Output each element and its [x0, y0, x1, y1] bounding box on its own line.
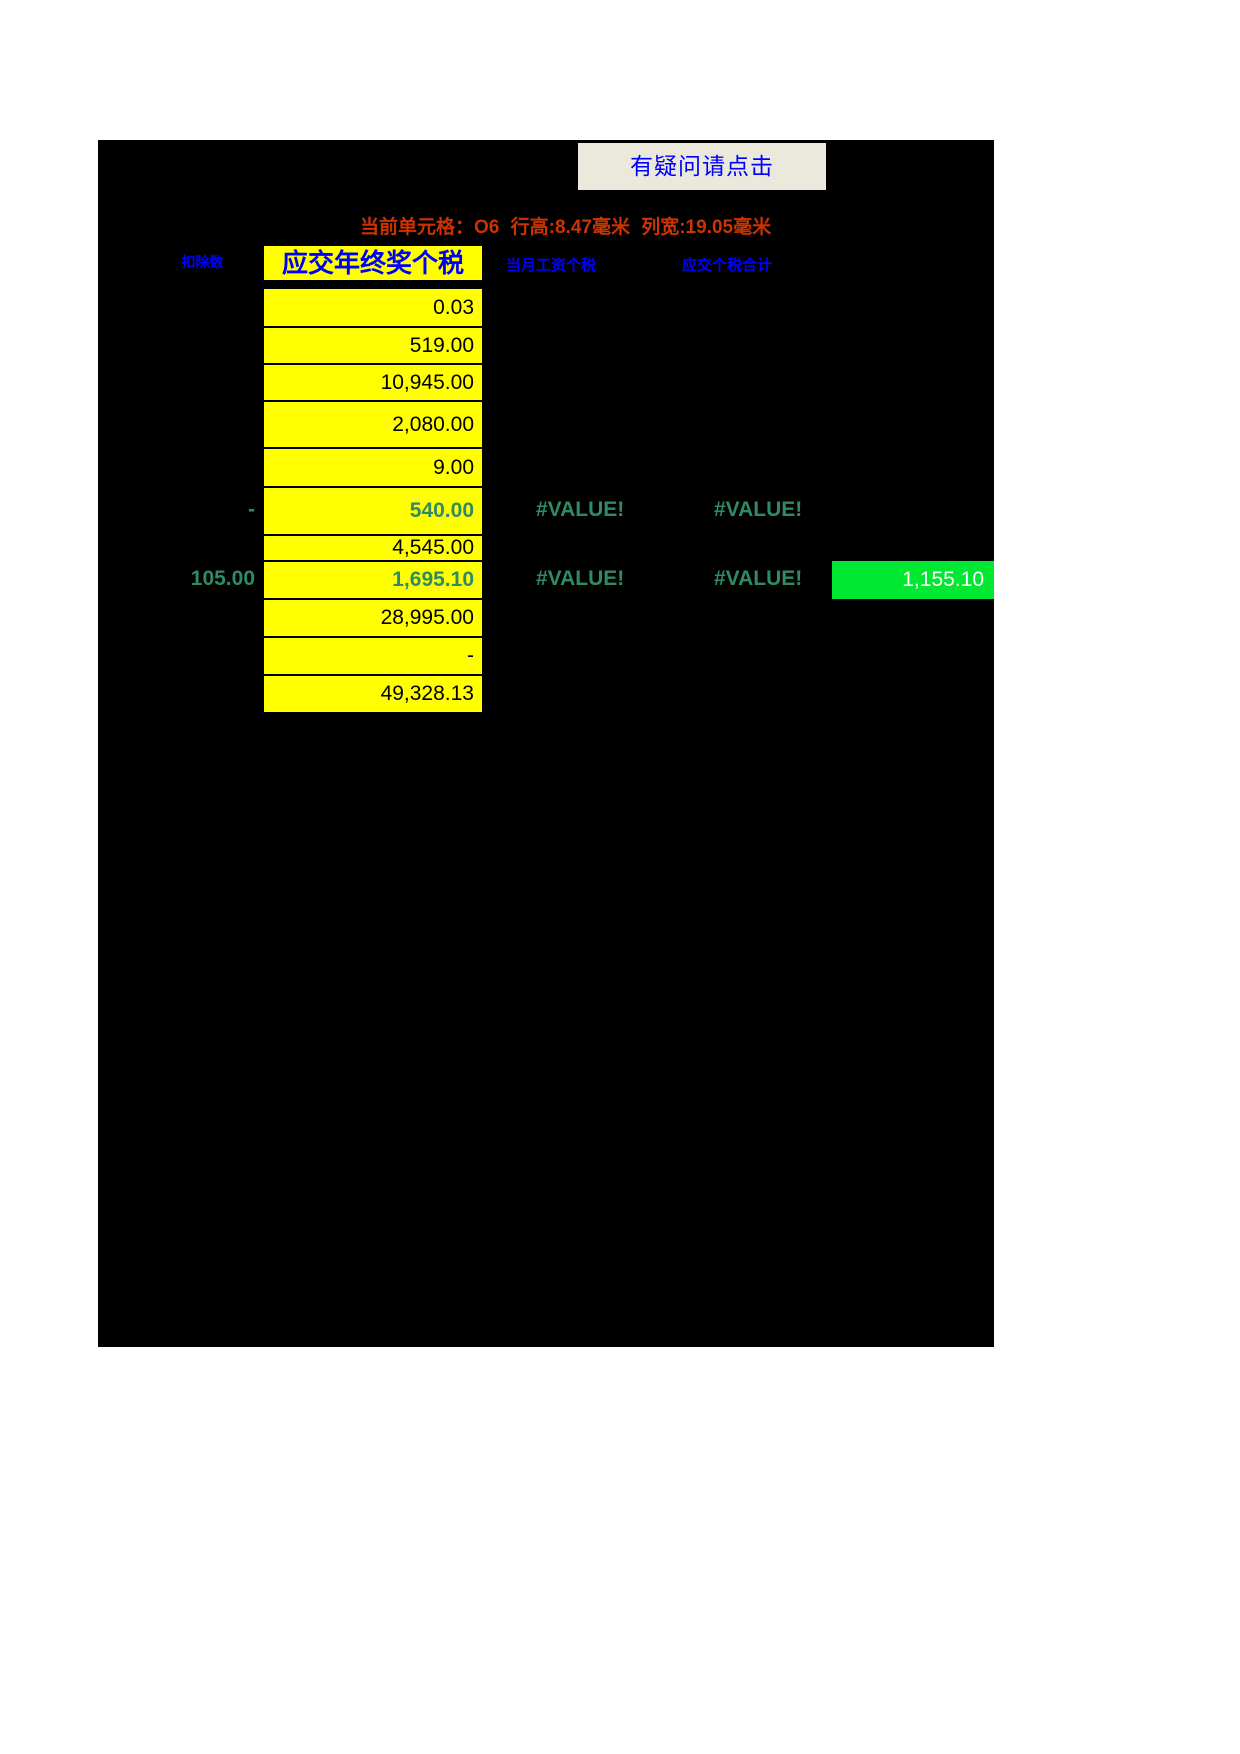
cell-total-tax[interactable]: #VALUE! [714, 567, 803, 590]
current-cell-label: 当前单元格：O6 [360, 217, 500, 238]
cell-annual-bonus-tax[interactable]: 540.00 [263, 487, 483, 535]
cell-annual-bonus-tax[interactable]: - [263, 637, 483, 675]
column-width-label: 列宽:19.05毫米 [641, 217, 772, 238]
column-header-deduction: 扣除数 [181, 254, 224, 270]
cell-deduction[interactable]: - [248, 498, 255, 521]
row-height-label: 行高:8.47毫米 [510, 217, 630, 238]
cell-annual-bonus-tax[interactable]: 4,545.00 [263, 535, 483, 561]
current-cell-status-bar: 当前单元格：O6 行高:8.47毫米 列宽:19.05毫米 [360, 215, 840, 241]
cell-annual-bonus-tax[interactable]: 2,080.00 [263, 401, 483, 448]
cell-annual-bonus-tax[interactable]: 1,695.10 [263, 561, 483, 599]
cell-annual-bonus-tax[interactable]: 9.00 [263, 448, 483, 487]
cell-annual-bonus-tax[interactable]: 49,328.13 [263, 675, 483, 713]
cell-highlighted-result[interactable]: 1,155.10 [832, 561, 994, 599]
column-header-monthly-salary-tax: 当月工资个税 [506, 257, 597, 274]
help-hint-button[interactable]: 有疑问请点击 [578, 143, 826, 190]
cell-annual-bonus-tax[interactable]: 28,995.00 [263, 599, 483, 637]
cell-monthly-salary-tax[interactable]: #VALUE! [536, 567, 625, 590]
cell-total-tax[interactable]: #VALUE! [714, 498, 803, 521]
cell-monthly-salary-tax[interactable]: #VALUE! [536, 498, 625, 521]
column-header-annual-bonus-tax: 应交年终奖个税 [263, 245, 483, 281]
cell-deduction[interactable]: 105.00 [190, 567, 255, 590]
worksheet-canvas [98, 140, 994, 1347]
cell-annual-bonus-tax[interactable]: 519.00 [263, 327, 483, 364]
cell-annual-bonus-tax[interactable]: 0.03 [263, 288, 483, 327]
cell-annual-bonus-tax[interactable]: 10,945.00 [263, 364, 483, 401]
column-header-total-tax: 应交个税合计 [682, 257, 773, 274]
